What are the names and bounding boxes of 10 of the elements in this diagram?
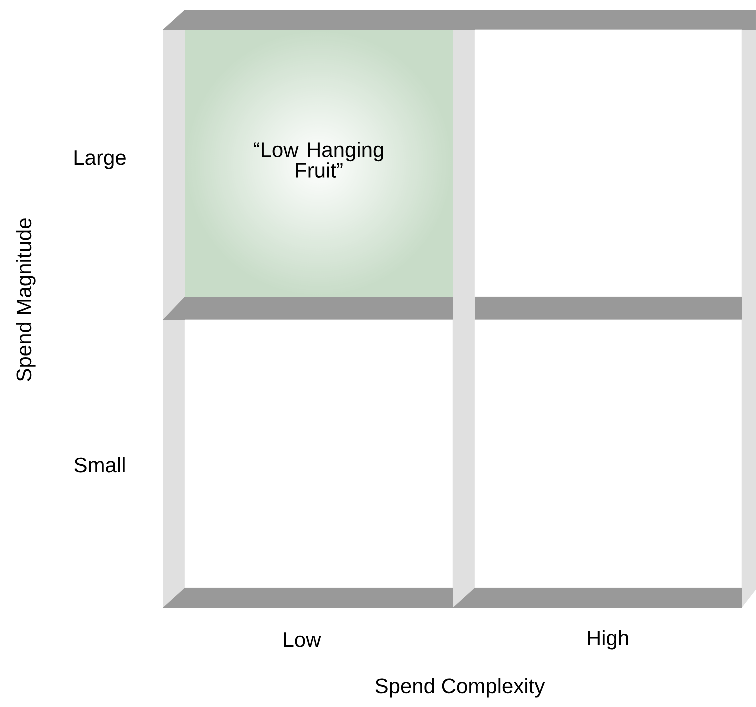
- axis-value-label: High: [588, 630, 628, 650]
- quadrant-box: [474, 30, 742, 298]
- axis-value-label: Low: [284, 632, 322, 648]
- axis-title: Spend Complexity: [376, 678, 546, 698]
- quadrant-box: [474, 320, 742, 588]
- axis-value-label: Large: [74, 150, 126, 170]
- axis-value-label: Small: [74, 457, 125, 473]
- axis-title: Spend Magnitude: [16, 218, 36, 382]
- quadrant-box: [184, 320, 454, 588]
- highlighted-quadrant: “Low Hanging Fruit”: [254, 142, 384, 178]
